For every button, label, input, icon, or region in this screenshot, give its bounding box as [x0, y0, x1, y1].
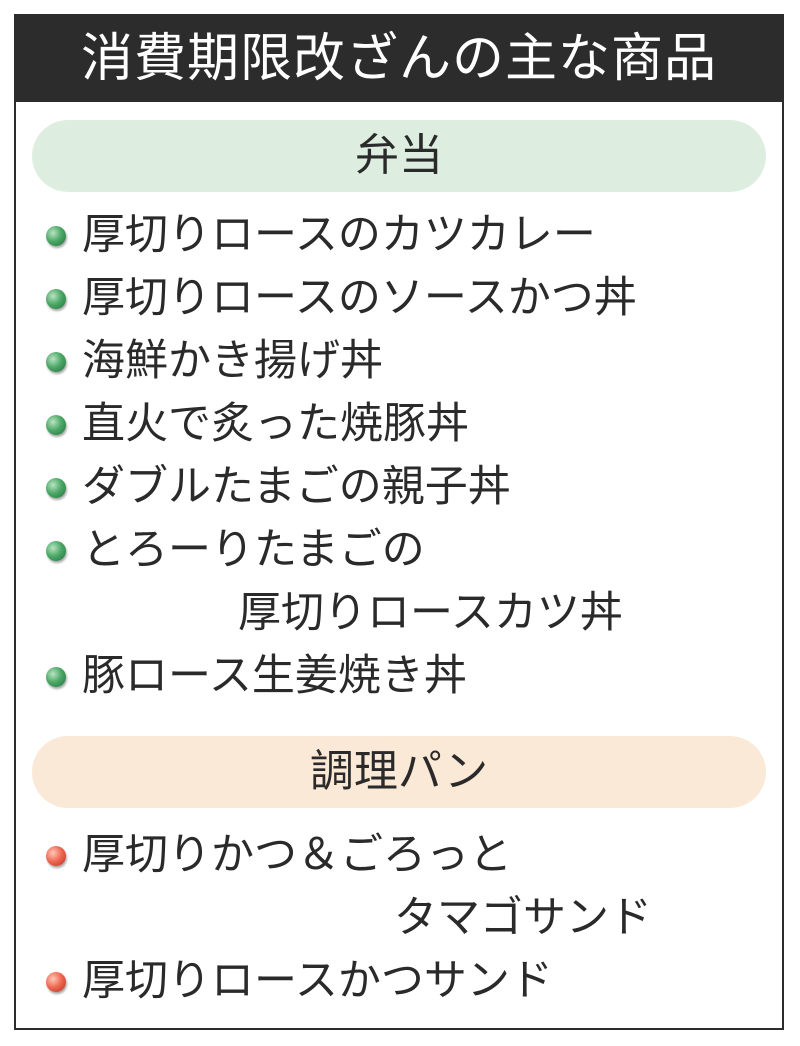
item-label: 厚切りロースのソースかつ丼 [82, 273, 637, 323]
bullet-icon [46, 846, 66, 866]
list-item: 厚切りかつ＆ごろっと タマゴサンド [16, 824, 782, 950]
item-label: 厚切りかつ＆ごろっと [82, 830, 512, 880]
list-item: ダブルたまごの親子丼 [16, 456, 782, 519]
list-item: 海鮮かき揚げ丼 [16, 330, 782, 393]
item-label: 厚切りロースのカツカレー [82, 210, 596, 260]
bullet-icon [46, 352, 66, 372]
item-label-continued: タマゴサンド [394, 893, 652, 943]
bullet-icon [46, 478, 66, 498]
section-header-bento: 弁当 [32, 120, 766, 192]
item-label: 直火で炙った焼豚丼 [82, 399, 469, 449]
section-header-bread: 調理パン [32, 736, 766, 808]
item-label: 海鮮かき揚げ丼 [82, 336, 383, 386]
list-item: 厚切りロースかつサンド [16, 950, 782, 1013]
list-item: 直火で炙った焼豚丼 [16, 393, 782, 456]
list-item: 厚切りロースのカツカレー [16, 204, 782, 267]
bento-list: 厚切りロースのカツカレー 厚切りロースのソースかつ丼 海鮮かき揚げ丼 直火で炙っ… [16, 204, 782, 708]
list-item: とろーりたまごの 厚切りロースカツ丼 [16, 519, 782, 645]
item-label: 厚切りロースかつサンド [82, 956, 553, 1006]
item-label: とろーりたまごの [82, 525, 425, 575]
item-label: 豚ロース生姜焼き丼 [82, 651, 467, 701]
bullet-icon [46, 972, 66, 992]
bullet-icon [46, 415, 66, 435]
bullet-icon [46, 289, 66, 309]
info-panel: 消費期限改ざんの主な商品 弁当 厚切りロースのカツカレー 厚切りロースのソースか… [14, 14, 784, 1030]
page-title: 消費期限改ざんの主な商品 [16, 16, 782, 102]
bullet-icon [46, 226, 66, 246]
list-item: 豚ロース生姜焼き丼 [16, 645, 782, 708]
item-label: ダブルたまごの親子丼 [82, 462, 511, 512]
bullet-icon [46, 667, 66, 687]
bullet-icon [46, 541, 66, 561]
item-label-continued: 厚切りロースカツ丼 [238, 588, 623, 638]
list-item: 厚切りロースのソースかつ丼 [16, 267, 782, 330]
bread-list: 厚切りかつ＆ごろっと タマゴサンド 厚切りロースかつサンド [16, 824, 782, 1013]
